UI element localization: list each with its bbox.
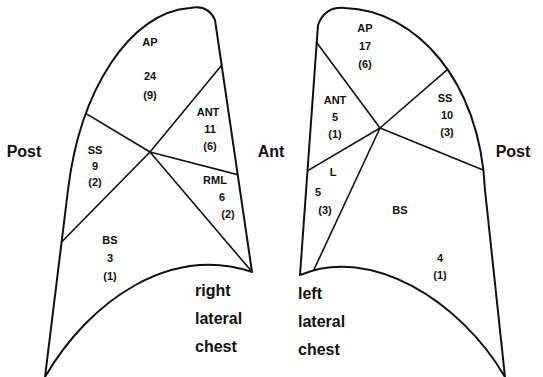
count-number: (2): [221, 209, 234, 220]
count-number: (1): [103, 271, 116, 282]
view-label: right lateral chest: [195, 277, 242, 361]
count-number: 5: [332, 112, 338, 123]
count-number: 10: [441, 110, 453, 121]
right-lung-outline: [45, 7, 252, 377]
count-number: (1): [433, 270, 446, 281]
segment-label: L: [330, 167, 337, 178]
count-number: 3: [107, 253, 113, 264]
segment-label: BS: [102, 235, 117, 246]
count-number: (6): [358, 59, 371, 70]
segment-label: SS: [88, 145, 103, 156]
orientation-label: Ant: [258, 144, 285, 160]
segment-label: ANT: [324, 95, 347, 106]
count-number: 9: [92, 161, 98, 172]
segment-label: AP: [142, 37, 157, 48]
segment-label: RML: [203, 175, 227, 186]
count-number: 24: [144, 71, 156, 82]
count-number: (9): [143, 90, 156, 101]
orientation-label: Post: [7, 144, 42, 160]
segment-label: SS: [438, 93, 453, 104]
count-number: (2): [88, 177, 101, 188]
count-number: (3): [440, 127, 453, 138]
orientation-label: Post: [496, 144, 531, 160]
segment-borders: [30, 43, 270, 293]
count-number: (1): [328, 129, 341, 140]
count-number: 17: [359, 41, 371, 52]
segment-label: BS: [392, 205, 407, 216]
count-number: 11: [204, 124, 216, 135]
segment-label: AP: [357, 23, 372, 34]
count-number: (6): [203, 141, 216, 152]
count-number: (3): [318, 205, 331, 216]
count-number: 4: [437, 253, 443, 264]
count-number: 6: [219, 192, 225, 203]
segment-label: ANT: [197, 107, 220, 118]
count-number: 5: [315, 187, 321, 198]
view-label: left lateral chest: [298, 280, 345, 364]
